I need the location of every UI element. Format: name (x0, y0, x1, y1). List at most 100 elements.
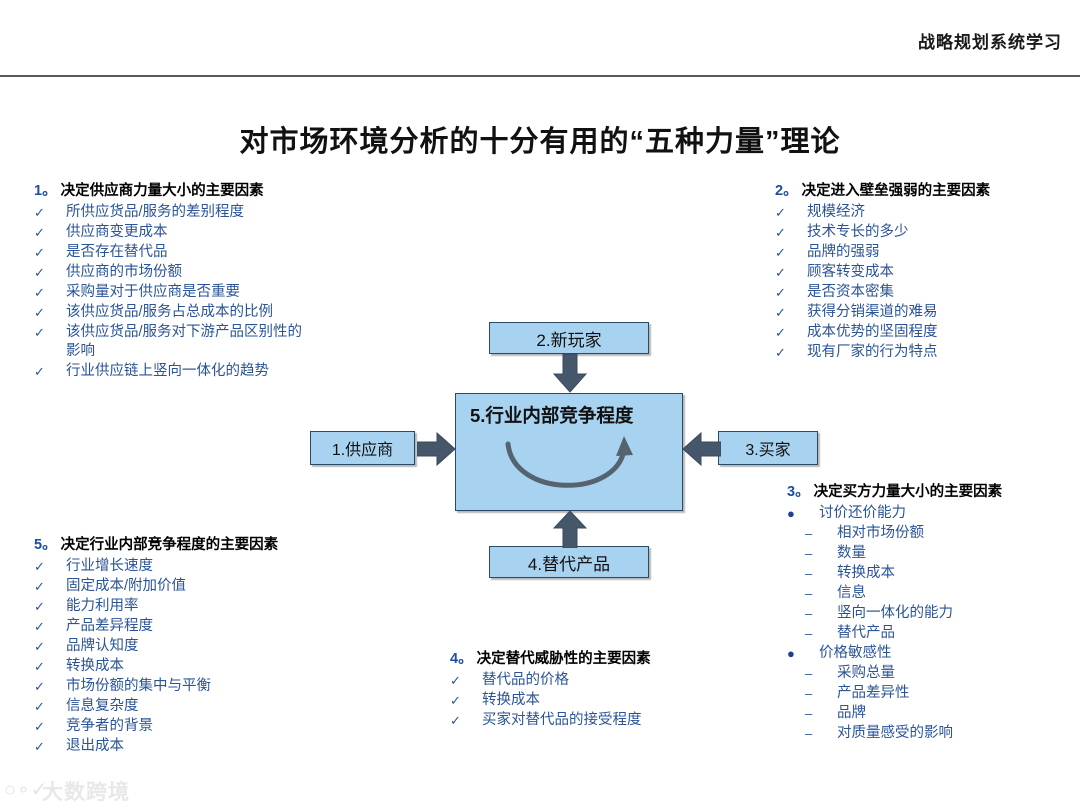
check-marker-icon: ✓ (34, 679, 45, 694)
section-4-heading: 4。 决定替代威胁性的主要因素 (450, 650, 750, 668)
diagram-box-supplier[interactable]: 1.供应商 (310, 431, 415, 465)
list-item: – 转换成本 (787, 564, 1072, 583)
list-item-label: 供应商的市场份额 (66, 264, 182, 280)
dash-marker-icon: – (805, 566, 813, 581)
list-item-label: 数量 (837, 545, 866, 561)
list-item-label: 市场份额的集中与平衡 (66, 678, 211, 694)
section-4-list: ✓替代品的价格✓转换成本✓买家对替代品的接受程度 (450, 671, 750, 730)
list-item-label: 顾客转变成本 (807, 264, 894, 280)
list-item-label: 替代产品 (837, 625, 895, 641)
list-item: ✓ 是否存在替代品 (34, 243, 309, 262)
list-item-label: 获得分销渠道的难易 (807, 304, 938, 320)
diagram-box-new-entrants[interactable]: 2.新玩家 (489, 322, 649, 354)
check-marker-icon: ✓ (34, 599, 45, 614)
arrow-supplier-to-rivalry-icon (417, 432, 456, 466)
dash-marker-icon: – (805, 586, 813, 601)
check-marker-icon: ✓ (775, 205, 786, 220)
section-5-title: 决定行业内部竞争程度的主要因素 (60, 537, 279, 553)
dot-marker-icon: ● (787, 506, 795, 521)
list-item: –品牌 (787, 704, 1072, 723)
dash-marker-icon: – (805, 546, 813, 561)
list-item: ✓是否资本密集 (775, 283, 1065, 302)
list-item-label: 是否存在替代品 (66, 244, 168, 260)
diagram-box-new-entrants-label: 2.新玩家 (536, 330, 602, 350)
list-item-label: 竞争者的背景 (66, 718, 153, 734)
list-item: ✓转换成本 (34, 657, 314, 676)
dash-marker-icon: – (805, 726, 813, 741)
header-title: 战略规划系统学习 (918, 33, 1062, 52)
check-marker-icon: ✓ (34, 265, 45, 280)
section-2-number: 2。 (775, 183, 798, 199)
list-item-label: 退出成本 (66, 738, 124, 754)
watermark-text: 大数跨境 (42, 780, 130, 804)
list-item: – 产品差异性 (787, 684, 1072, 703)
list-item: ✓该供应货品/服务对下游产品区别性的影响 (34, 323, 309, 361)
diagram-box-rivalry[interactable]: 5.行业内部竞争程度 (455, 393, 683, 511)
list-item-label: 产品差异性 (837, 685, 910, 701)
dash-marker-icon: – (805, 626, 813, 641)
check-marker-icon: ✓ (34, 245, 45, 260)
section-3-title: 决定买方力量大小的主要因素 (813, 484, 1003, 500)
dot-marker-icon: ● (787, 646, 795, 661)
list-item-label: 价格敏感性 (819, 645, 892, 661)
section-entry-barrier-factors: 2。 决定进入壁垒强弱的主要因素 ✓规模经济✓技术专长的多少✓品牌的强弱✓顾客转… (775, 182, 1065, 363)
arrow-substitutes-to-rivalry-icon (553, 511, 587, 548)
list-item: ✓该供应货品/服务占总成本的比例 (34, 303, 309, 322)
list-item-label: 规模经济 (807, 204, 865, 220)
list-item-label: 固定成本/附加价值 (66, 578, 187, 594)
section-2-list: ✓规模经济✓技术专长的多少✓品牌的强弱✓顾客转变成本✓是否资本密集✓获得分销渠道… (775, 203, 1065, 362)
check-marker-icon: ✓ (775, 345, 786, 360)
list-item: ✓现有厂家的行为特点 (775, 343, 1065, 362)
header-divider (0, 75, 1080, 77)
dash-marker-icon: – (805, 526, 813, 541)
check-marker-icon: ✓ (34, 225, 45, 240)
list-item: ✓产品差异程度 (34, 617, 314, 636)
check-marker-icon: ✓ (775, 305, 786, 320)
list-item-label: 转换成本 (482, 692, 540, 708)
section-3-number: 3。 (787, 484, 810, 500)
list-item-label: 品牌 (837, 705, 866, 721)
list-item: ✓顾客转变成本 (775, 263, 1065, 282)
diagram-box-buyers-label: 3.买家 (745, 442, 791, 459)
diagram-box-buyers[interactable]: 3.买家 (718, 431, 818, 465)
list-item: ✓行业供应链上竖向一体化的趋势 (34, 362, 309, 381)
section-1-title: 决定供应商力量大小的主要因素 (60, 183, 264, 199)
list-item: ✓供应商变更成本 (34, 223, 309, 242)
svg-text:○∘✓: ○∘✓ (4, 779, 48, 801)
dash-marker-icon: – (805, 686, 813, 701)
check-marker-icon: ✓ (34, 739, 45, 754)
section-3-heading: 3。 决定买方力量大小的主要因素 (787, 483, 1072, 501)
check-marker-icon: ✓ (34, 619, 45, 634)
check-marker-icon: ✓ (34, 699, 45, 714)
list-item-label: 讨价还价能力 (819, 505, 906, 521)
list-item: ✓替代品的价格 (450, 671, 750, 690)
rivalry-loop-arrow-icon (505, 436, 633, 488)
list-item: – 数量 (787, 544, 1072, 563)
check-marker-icon: ✓ (34, 325, 45, 340)
check-marker-icon: ✓ (34, 659, 45, 674)
dash-marker-icon: – (805, 606, 813, 621)
list-item-label: 转换成本 (837, 565, 895, 581)
check-marker-icon: ✓ (775, 225, 786, 240)
list-item: –采购总量 (787, 664, 1072, 683)
list-item-label: 行业增长速度 (66, 558, 153, 574)
list-item: ✓ 固定成本/附加价值 (34, 577, 314, 596)
list-item: ✓成本优势的坚固程度 (775, 323, 1065, 342)
list-item: ✓转换成本 (450, 691, 750, 710)
diagram-box-substitutes[interactable]: 4.替代产品 (489, 546, 649, 578)
list-item-label: 采购量对于供应商是否重要 (66, 284, 240, 300)
list-item-label: 信息复杂度 (66, 698, 139, 714)
list-item: –对质量感受的影响 (787, 724, 1072, 743)
list-item: ✓所供应货品/服务的差别程度 (34, 203, 309, 222)
check-marker-icon: ✓ (775, 325, 786, 340)
list-item-label: 该供应货品/服务占总成本的比例 (66, 304, 274, 320)
list-item: ✓行业增长速度 (34, 557, 314, 576)
section-1-heading: 1。 决定供应商力量大小的主要因素 (34, 182, 309, 200)
section-substitute-threat-factors: 4。 决定替代威胁性的主要因素 ✓替代品的价格✓转换成本✓买家对替代品的接受程度 (450, 650, 750, 731)
check-marker-icon: ✓ (34, 579, 45, 594)
list-item-label: 竖向一体化的能力 (837, 605, 953, 621)
section-1-list: ✓所供应货品/服务的差别程度✓供应商变更成本✓是否存在替代品✓供应商的市场份额✓… (34, 203, 309, 381)
list-item: ✓品牌认知度 (34, 637, 314, 656)
section-buyer-power-factors: 3。 决定买方力量大小的主要因素 ●讨价还价能力–相对市场份额–数量–转换成本–… (787, 483, 1072, 744)
list-item: –信息 (787, 584, 1072, 603)
